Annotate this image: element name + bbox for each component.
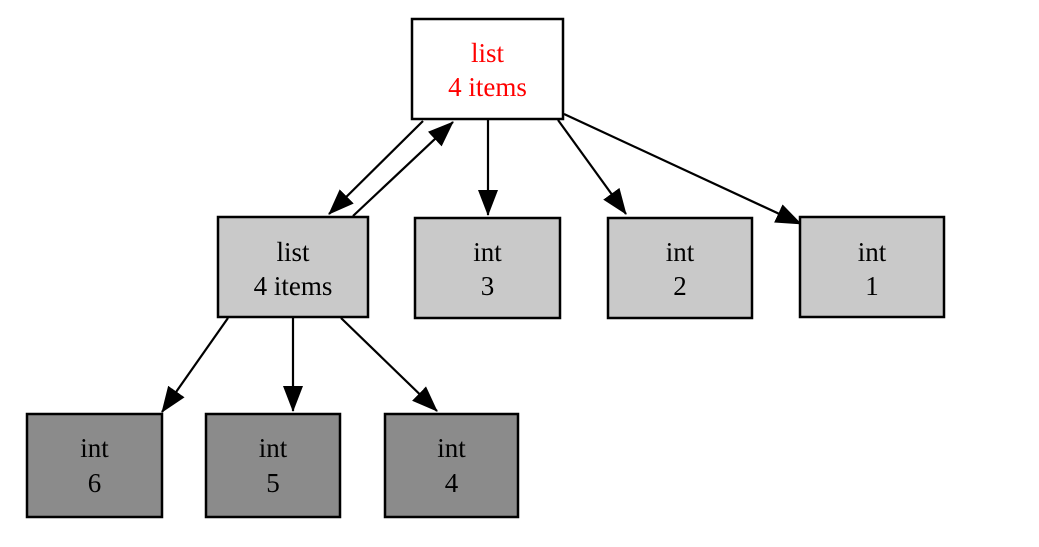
node-int-6: int 6 xyxy=(25,412,164,519)
edge-list-root-to-int-2 xyxy=(557,119,627,215)
node-int-5: int 5 xyxy=(204,412,342,519)
node-value-label: 5 xyxy=(266,468,280,498)
node-type-label: int xyxy=(473,237,502,267)
node-int-4: int 4 xyxy=(383,412,520,519)
edge-list-root-to-list-child xyxy=(328,120,424,215)
edge-list-child-to-list-root xyxy=(352,121,454,217)
node-value-label: 3 xyxy=(481,271,495,301)
node-type-label: int xyxy=(666,237,695,267)
edge-list-root-to-int-1 xyxy=(563,113,802,225)
node-box xyxy=(798,215,946,319)
node-box xyxy=(383,412,520,519)
node-type-label: list xyxy=(471,38,505,68)
node-type-label: int xyxy=(80,433,109,463)
node-type-label: list xyxy=(276,237,310,267)
node-type-label: int xyxy=(259,433,288,463)
node-int-2: int 2 xyxy=(606,216,754,320)
node-int-1: int 1 xyxy=(798,215,946,319)
node-value-label: 2 xyxy=(673,271,687,301)
edge-list-child-to-int-4 xyxy=(340,317,438,412)
node-value-label: 6 xyxy=(88,468,102,498)
node-box xyxy=(413,216,562,320)
edge-list-child-to-int-6 xyxy=(161,317,229,413)
node-box xyxy=(204,412,342,519)
node-value-label: 1 xyxy=(865,271,879,301)
edges xyxy=(161,113,802,413)
node-box xyxy=(410,17,565,121)
node-box xyxy=(25,412,164,519)
node-value-label: 4 xyxy=(445,468,459,498)
node-box xyxy=(216,215,370,319)
node-type-label: int xyxy=(437,433,466,463)
node-value-label: 4 items xyxy=(448,72,527,102)
node-value-label: 4 items xyxy=(254,271,333,301)
node-type-label: int xyxy=(858,237,887,267)
node-box xyxy=(606,216,754,320)
node-list-child: list 4 items xyxy=(216,215,370,319)
node-list-root: list 4 items xyxy=(410,17,565,121)
node-int-3: int 3 xyxy=(413,216,562,320)
